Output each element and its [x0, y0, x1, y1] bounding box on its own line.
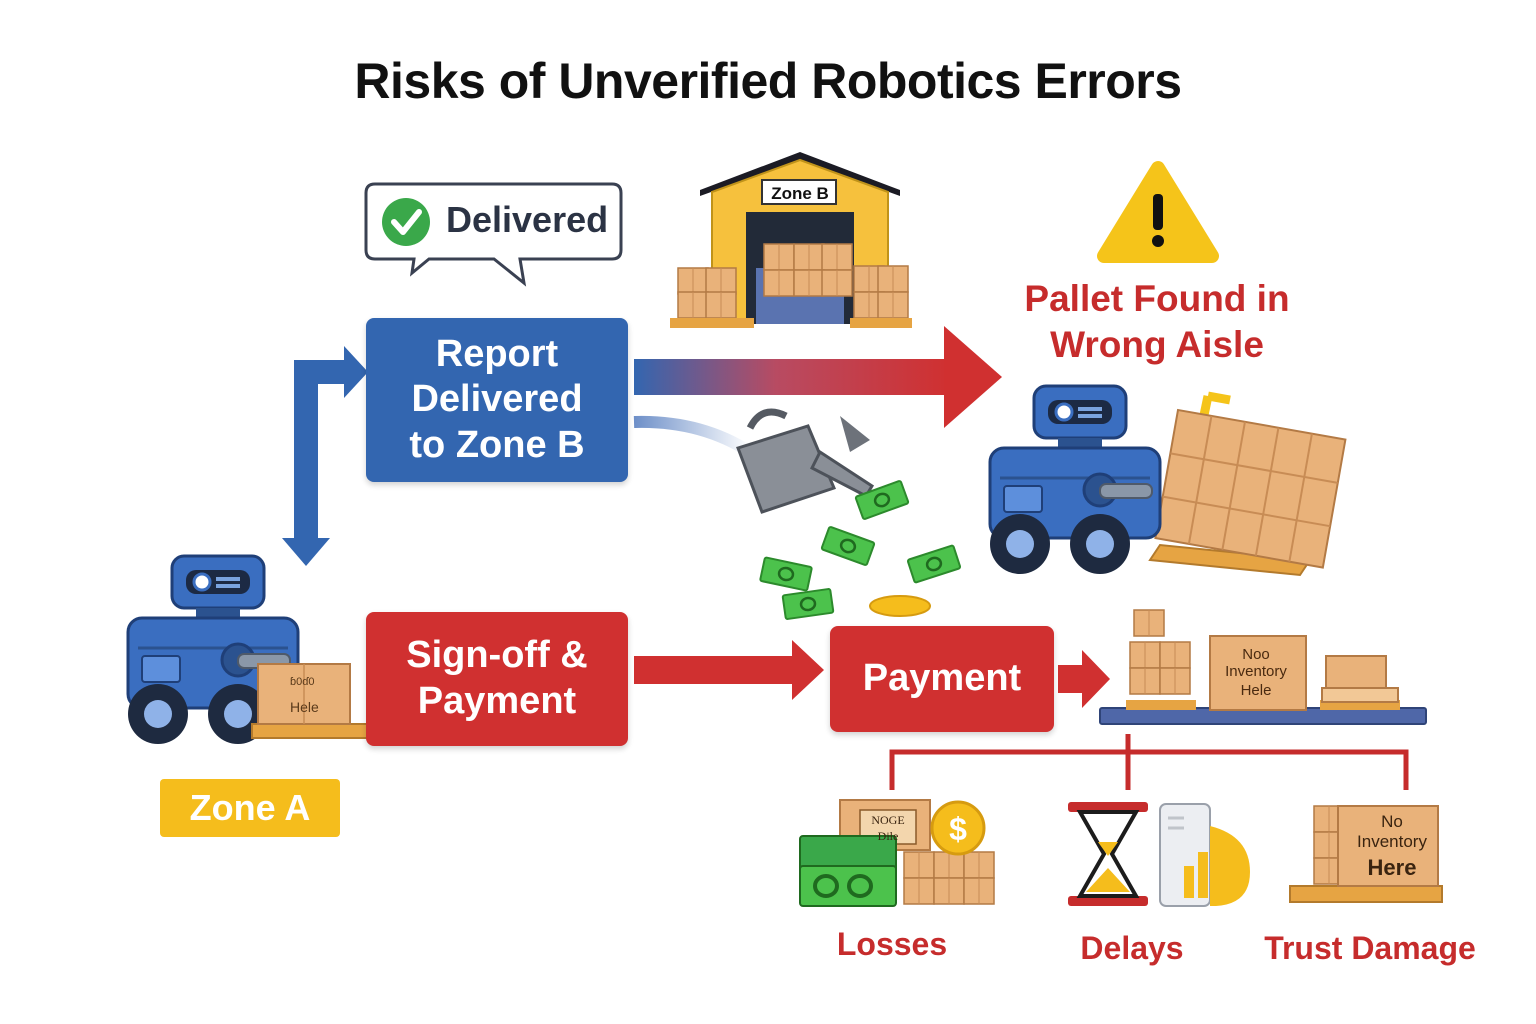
zone-a-robot — [126, 554, 375, 746]
check-circle-icon — [382, 198, 430, 246]
signoff-to-payment-arrow — [634, 640, 824, 700]
empty-pallet-scene — [1099, 609, 1427, 725]
loss-box-label-2: Dile — [878, 829, 899, 843]
report-to-wrong-aisle-arrow — [634, 326, 1002, 428]
outcome-trust-damage-label: Trust Damage — [1264, 930, 1476, 966]
pallet-sign-line-1: Noo — [1242, 646, 1270, 663]
report-delivered-box: Report Delivered to Zone B — [366, 318, 628, 482]
signoff-payment-label: Sign-off & Payment — [406, 634, 588, 722]
leak-curve — [633, 415, 754, 458]
watering-can-icon — [736, 408, 875, 514]
signoff-payment-box: Sign-off & Payment — [366, 612, 628, 746]
zone-b-warehouse — [670, 152, 912, 328]
falling-money-icon — [758, 479, 962, 621]
trust-sign-line-1: No — [1381, 812, 1403, 831]
zone-b-sign: Zone B — [771, 184, 829, 203]
robot-box-label-2: Hele — [290, 699, 319, 715]
outcome-losses-label: Losses — [836, 926, 948, 962]
blue-connector-arrow — [282, 346, 368, 566]
diagram-title: Risks of Unverified Robotics Errors — [354, 53, 1182, 109]
payment-to-pallet-arrow — [1058, 650, 1110, 708]
loss-box-label-1: NOGE — [871, 813, 904, 827]
outcome-delays-label: Delays — [1080, 930, 1184, 966]
payment-label: Payment — [862, 657, 1022, 700]
report-delivered-label: Report Delivered to Zone B — [409, 332, 585, 466]
delays-icon — [1068, 802, 1250, 907]
outcome-branch-connector — [889, 734, 1409, 790]
trust-sign-line-3: Here — [1368, 855, 1417, 880]
trust-sign-line-2: Inventory — [1357, 832, 1427, 851]
svg-text:$: $ — [949, 811, 967, 847]
delivered-label: Delivered — [446, 199, 609, 240]
losses-icon: $ — [799, 799, 995, 907]
wrong-aisle-warning-label: Pallet Found in Wrong Aisle — [1024, 278, 1290, 366]
wrong-aisle-robot — [988, 384, 1347, 577]
pallet-sign-line-2: Inventory — [1225, 663, 1287, 680]
zone-a-label: Zone A — [189, 787, 311, 828]
delivered-speech-bubble — [364, 182, 623, 287]
warning-triangle-icon — [1097, 161, 1219, 263]
payment-box: Payment — [830, 626, 1054, 732]
robot-box-label-1: ɓ0ɗ0 — [290, 676, 314, 688]
zone-a-badge: Zone A — [160, 779, 340, 837]
pallet-sign-line-3: Hele — [1241, 682, 1272, 699]
trust-damage-icon — [1289, 805, 1443, 903]
